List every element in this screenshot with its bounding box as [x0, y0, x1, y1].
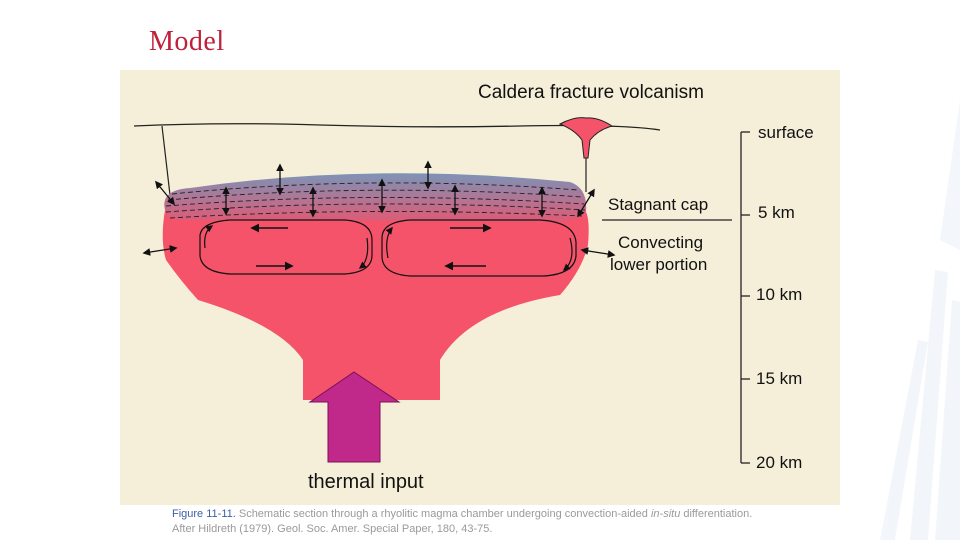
flow-arrows — [250, 223, 492, 271]
thermal-input-arrow — [308, 371, 401, 463]
caption-italic: in-situ — [650, 508, 681, 520]
caption-text-end: differentiation. — [680, 508, 753, 520]
caption-text: Schematic section through a rhyolitic ma… — [235, 508, 651, 520]
figure-caption: Figure 11-11. Schematic section through … — [172, 507, 872, 537]
cap-vertical-arrows — [222, 160, 546, 218]
slide-title: Model — [149, 26, 225, 57]
volcanic-vent — [558, 117, 614, 159]
figure-heading: Caldera fracture volcanism — [478, 82, 704, 103]
thermal-input-label: thermal input — [308, 471, 424, 493]
depth-5km: 5 km — [758, 203, 795, 222]
cap-edge-arrows — [155, 180, 595, 218]
stagnant-cap-label: Stagnant cap — [608, 195, 708, 214]
convecting-label-2: lower portion — [610, 255, 707, 274]
caption-reference: After Hildreth (1979). Geol. Soc. Amer. … — [172, 523, 493, 535]
left-ring-fracture — [161, 125, 171, 196]
lateral-arrows — [142, 245, 616, 258]
magma-chamber — [162, 210, 589, 400]
decorative-stripes — [880, 100, 960, 540]
cap-dashed-layers — [165, 182, 586, 219]
convection-cell-right — [381, 219, 577, 277]
depth-15km: 15 km — [756, 369, 802, 388]
depth-surface: surface — [758, 123, 814, 142]
depth-20km: 20 km — [756, 453, 802, 472]
depth-scale — [740, 131, 750, 464]
convection-cell-left — [199, 219, 373, 275]
magma-chamber-figure: Caldera fracture volcanism — [120, 70, 840, 505]
depth-10km: 10 km — [756, 285, 802, 304]
caption-figure-label: Figure 11-11. — [172, 508, 236, 520]
convecting-label-1: Convecting — [618, 233, 703, 252]
